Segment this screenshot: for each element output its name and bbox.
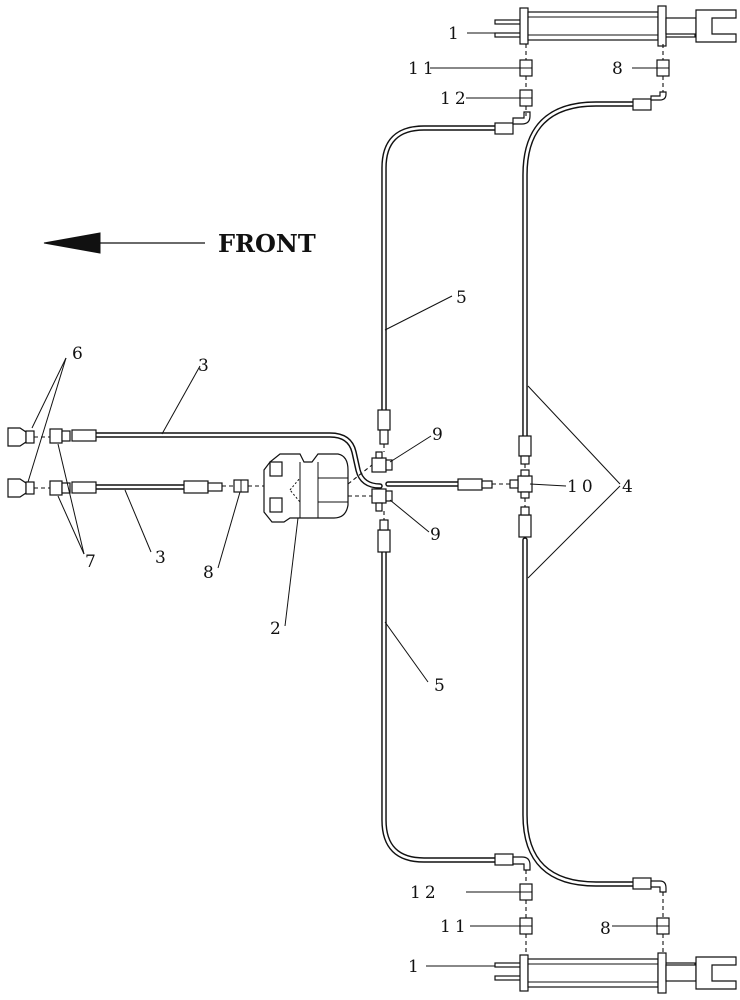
callout-11-bottom: 11 — [440, 917, 470, 937]
callout-7: 7 — [85, 552, 100, 572]
callout-12-bottom: 12 — [410, 883, 440, 903]
cylinder-bottom — [494, 952, 737, 994]
callout-8-mid: 8 — [203, 563, 218, 583]
callout-8-bottom: 8 — [600, 919, 615, 939]
callout-4: 4 — [622, 477, 637, 497]
hose-fittings — [71, 91, 667, 893]
callout-8-top: 8 — [612, 59, 627, 79]
callout-1-bottom: 1 — [408, 957, 423, 977]
callout-6: 6 — [72, 344, 87, 364]
callout-labels: 1 1 11 12 8 3 5 6 9 10 4 9 7 3 8 2 5 12 … — [72, 24, 637, 977]
front-direction-arrow — [43, 232, 205, 254]
hoses — [93, 101, 638, 887]
callout-9-bottom: 9 — [430, 525, 445, 545]
valve-block — [263, 453, 349, 523]
callout-3-top: 3 — [198, 356, 213, 376]
callout-1-top: 1 — [448, 24, 463, 44]
callout-10: 10 — [567, 477, 597, 497]
callout-3-bottom: 3 — [155, 548, 170, 568]
cylinder-top — [494, 5, 737, 47]
callout-5-bottom: 5 — [434, 676, 449, 696]
callout-12-top: 12 — [440, 89, 470, 109]
callout-2: 2 — [270, 619, 285, 639]
leader-lines — [27, 32, 657, 967]
callout-11-top: 11 — [408, 59, 438, 79]
tee-fitting-10 — [509, 469, 533, 499]
callout-9-top: 9 — [432, 425, 447, 445]
callout-5-top: 5 — [456, 288, 471, 308]
front-label: FRONT — [218, 229, 316, 258]
quick-couplers — [7, 427, 71, 498]
